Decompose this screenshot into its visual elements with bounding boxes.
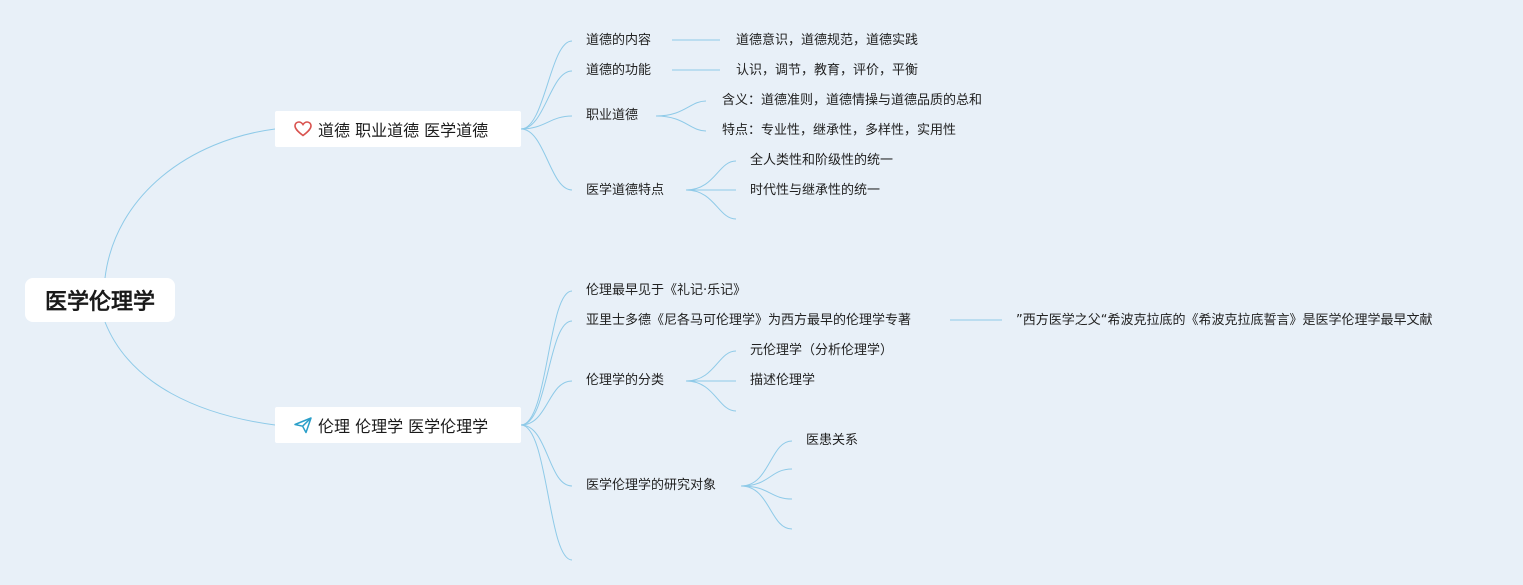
link-obj-p2	[740, 468, 793, 487]
node-research-objects[interactable]: 医学伦理学的研究对象	[586, 478, 717, 493]
link-prof-features	[655, 115, 707, 132]
branch-node-morality[interactable]: 道德 职业道德 医学道德	[275, 111, 521, 147]
node-professional-ethics[interactable]: 职业道德	[586, 108, 639, 123]
node-medical-point-1[interactable]: 全人类性和阶级性的统一	[750, 153, 894, 168]
node-ethics-classification[interactable]: 伦理学的分类	[586, 373, 665, 388]
link-obj-p3	[740, 485, 793, 500]
root-label: 医学伦理学	[44, 290, 155, 315]
root-node[interactable]: 医学伦理学	[25, 278, 175, 322]
node-morality-function[interactable]: 道德的功能	[586, 63, 652, 78]
link-b2-origin	[520, 290, 573, 426]
link-class-p1	[685, 350, 737, 382]
branch-label-ethics: 伦理 伦理学 医学伦理学	[318, 417, 489, 436]
link-b2-objects	[520, 424, 573, 487]
link-med-p1	[685, 160, 737, 191]
node-medical-ethics-features[interactable]: 医学道德特点	[586, 183, 665, 198]
node-aristotle[interactable]: 亚里士多德《尼各马可伦理学》为西方最早的伦理学专著	[586, 313, 912, 328]
link-b1-function	[520, 70, 573, 130]
node-ethics-origin[interactable]: 伦理最早见于《礼记·乐记》	[586, 283, 747, 298]
link-b2-classification	[520, 380, 573, 426]
node-professional-meaning[interactable]: 含义：道德准则，道德情操与道德品质的总和	[722, 93, 983, 108]
link-root-branch1	[104, 128, 276, 279]
link-b1-professional	[520, 115, 573, 130]
node-classification-descriptive[interactable]: 描述伦理学	[750, 373, 816, 388]
link-root-branch2	[104, 321, 276, 426]
node-professional-features[interactable]: 特点：专业性，继承性，多样性，实用性	[722, 123, 957, 138]
heart-icon	[293, 119, 313, 139]
node-medical-point-2[interactable]: 时代性与继承性的统一	[750, 183, 881, 198]
link-prof-meaning	[655, 100, 707, 117]
paper-plane-icon	[293, 415, 313, 435]
node-morality-content[interactable]: 道德的内容	[586, 33, 652, 48]
link-med-p3	[685, 189, 737, 220]
node-doctor-patient[interactable]: 医患关系	[806, 433, 859, 448]
link-b1-medical	[520, 128, 573, 191]
link-b2-aristotle	[520, 320, 573, 426]
branch-node-ethics[interactable]: 伦理 伦理学 医学伦理学	[275, 407, 521, 443]
link-obj-p4	[740, 485, 793, 530]
link-class-p3	[685, 380, 737, 412]
link-obj-p1	[740, 440, 793, 487]
node-morality-function-detail[interactable]: 认识，调节，教育，评价，平衡	[736, 63, 919, 78]
node-hippocrates[interactable]: ”西方医学之父“希波克拉底的《希波克拉底誓言》是医学伦理学最早文献	[1016, 313, 1433, 328]
node-morality-content-detail[interactable]: 道德意识，道德规范，道德实践	[736, 33, 919, 48]
node-classification-meta[interactable]: 元伦理学（分析伦理学）	[750, 343, 894, 358]
link-b2-empty	[520, 424, 573, 561]
branch-label-morality: 道德 职业道德 医学道德	[318, 121, 489, 140]
link-b1-content	[520, 40, 573, 130]
